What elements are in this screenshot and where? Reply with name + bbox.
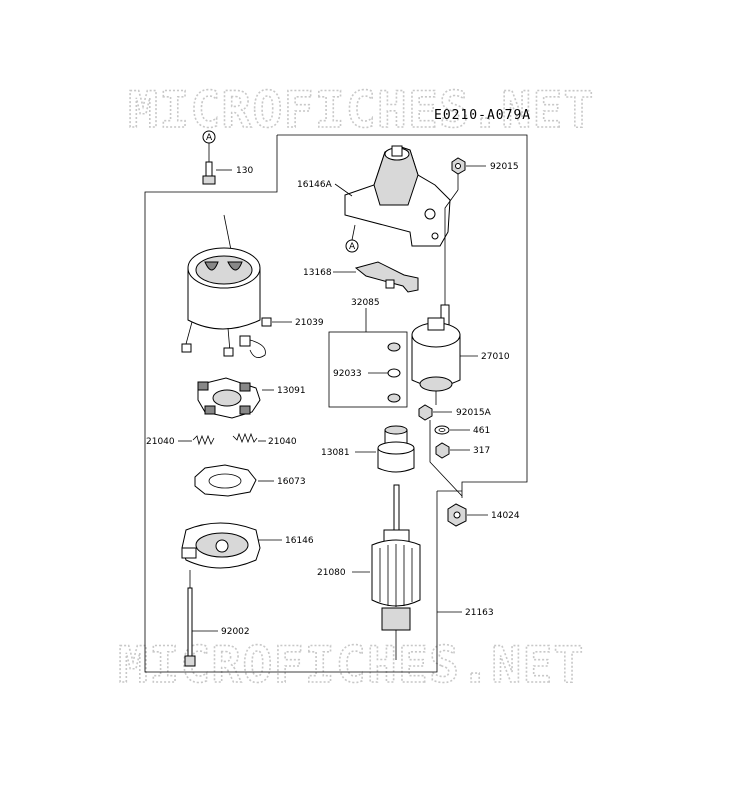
watermark-top: MICROFICHES.NET <box>128 81 595 139</box>
part-label-13168: 13168 <box>303 268 332 278</box>
diagram-code: E0210-A079A <box>434 108 531 123</box>
spring-21040-left[interactable]: 21040 <box>146 434 215 447</box>
through-bolt-92002[interactable]: 92002 <box>184 570 250 667</box>
part-label-21163: 21163 <box>465 608 494 618</box>
nut-317[interactable]: 317 <box>429 420 490 497</box>
plate-16073[interactable]: 16073 <box>194 464 306 497</box>
part-label-13081: 13081 <box>321 448 350 458</box>
ref-marker-a-top-label: A <box>206 133 213 143</box>
part-label-27010: 27010 <box>481 352 510 362</box>
yoke-21039[interactable]: 21039 <box>181 214 324 358</box>
ref-marker-a-mid-label: A <box>349 242 356 252</box>
ref-marker-a-mid <box>345 239 359 253</box>
kit-32085[interactable]: 32085 92033 <box>328 298 408 408</box>
bolt-130[interactable]: A 130 <box>202 130 253 185</box>
front-housing-16146A[interactable]: 16146A A <box>297 145 451 253</box>
assembly-21163[interactable]: 21163 <box>437 608 494 618</box>
part-label-461: 461 <box>473 426 490 436</box>
spring-21040-right[interactable]: 21040 <box>232 432 297 447</box>
washer-461[interactable]: 461 <box>434 425 490 436</box>
part-label-16146: 16146 <box>285 536 314 546</box>
part-label-21039: 21039 <box>295 318 324 328</box>
part-label-21040-right: 21040 <box>268 437 297 447</box>
part-label-92033: 92033 <box>333 369 362 379</box>
assembly-frame-left <box>144 135 438 673</box>
nut-14024[interactable]: 14024 <box>447 503 520 527</box>
part-label-21040-left: 21040 <box>146 437 175 447</box>
part-label-317: 317 <box>473 446 490 456</box>
part-label-16073: 16073 <box>277 477 306 487</box>
part-label-13091: 13091 <box>277 386 306 396</box>
armature-21080[interactable]: 21080 <box>317 484 421 660</box>
part-label-92015A: 92015A <box>456 408 492 418</box>
part-label-21080: 21080 <box>317 568 346 578</box>
solenoid-27010[interactable]: 27010 <box>411 236 510 405</box>
nut-92015A[interactable]: 92015A <box>418 404 492 421</box>
brush-holder-13091[interactable]: 13091 <box>197 377 306 419</box>
part-label-14024: 14024 <box>491 511 520 521</box>
part-label-92015: 92015 <box>490 162 519 172</box>
part-label-16146A: 16146A <box>297 180 333 190</box>
part-label-32085: 32085 <box>351 298 380 308</box>
part-label-130: 130 <box>236 166 253 176</box>
assembly-frame <box>277 134 528 498</box>
lever-13168[interactable]: 13168 <box>303 261 419 293</box>
part-label-92002: 92002 <box>221 627 250 637</box>
rear-cover-16146[interactable]: 16146 <box>181 522 314 569</box>
pinion-13081[interactable]: 13081 <box>321 425 415 473</box>
kit-box <box>328 331 408 408</box>
nut-92015[interactable]: 92015 <box>444 157 519 236</box>
